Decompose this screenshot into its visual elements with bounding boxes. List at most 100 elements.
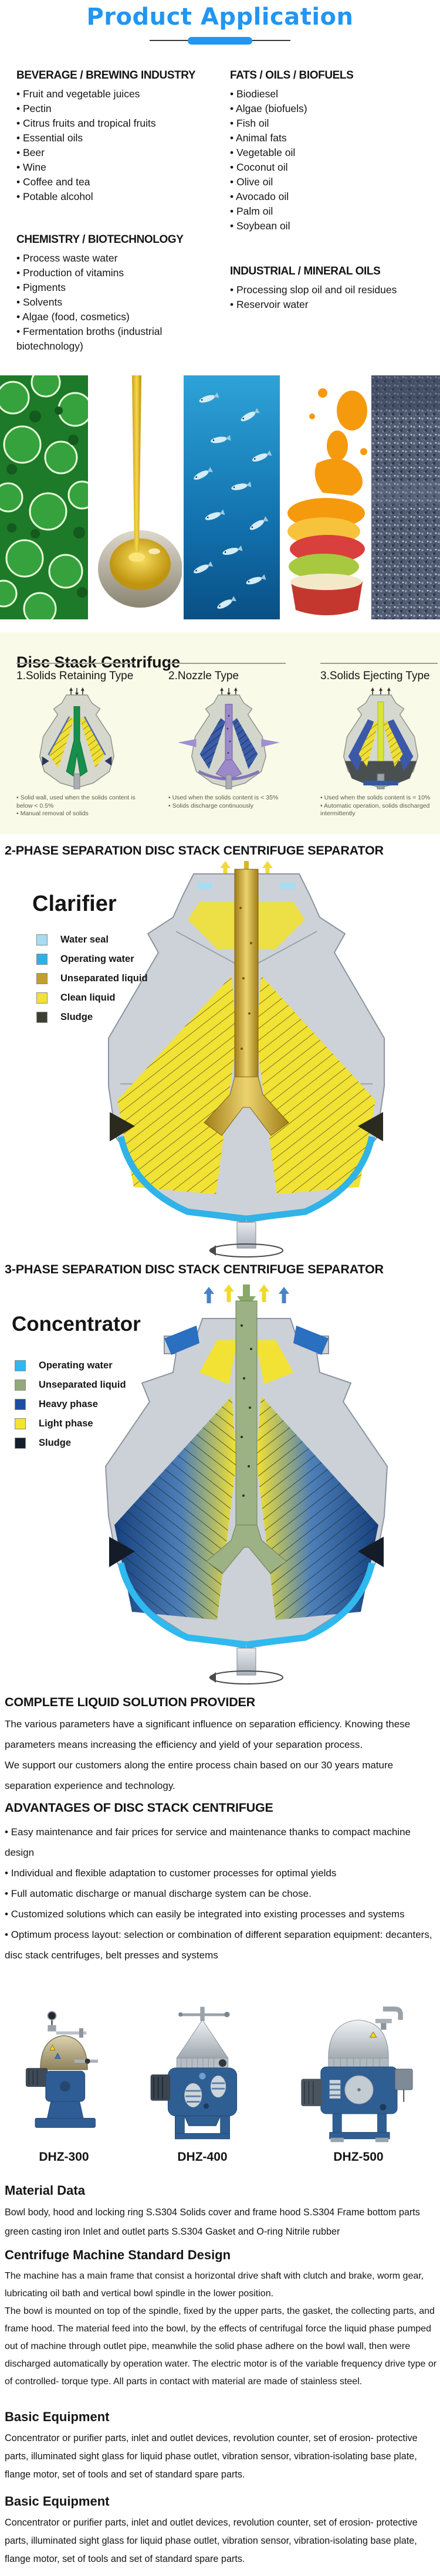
standard-design-text: The machine has a main frame that consis… xyxy=(5,2267,439,2391)
disc-stack-title: Disc Stack Centrifuge xyxy=(16,653,181,672)
paragraph: The bowl is mounted on top of the spindl… xyxy=(5,2306,437,2387)
concentrator-legend: Operating water Unseparated liquid Heavy… xyxy=(15,1356,126,1453)
application-photo-strip xyxy=(0,375,440,619)
product-dhz-300: DHZ-300 xyxy=(20,2009,108,2164)
column-rule xyxy=(320,663,438,664)
list-item: Palm oil xyxy=(230,204,435,219)
legend-swatch xyxy=(15,1438,26,1449)
basic-equipment-text: Concentrator or purifier parts, inlet an… xyxy=(5,2429,438,2484)
list-item: Essential oils xyxy=(16,131,219,145)
list-item: Algae (food, cosmetics) xyxy=(16,310,219,324)
type-solids-retaining: 1.Solids Retaining Type xyxy=(16,663,137,818)
category-list: Biodiesel Algae (biofuels) Fish oil Anim… xyxy=(230,87,435,233)
standard-design-heading: Centrifuge Machine Standard Design xyxy=(5,2248,231,2262)
advantage-item: Individual and flexible adaptation to cu… xyxy=(5,1863,438,1883)
product-model-label: DHZ-400 xyxy=(177,2150,228,2164)
legend-label: Sludge xyxy=(60,1012,93,1022)
category-heading: INDUSTRIAL / MINERAL OILS xyxy=(230,265,381,277)
legend-item: Operating water xyxy=(15,1356,126,1375)
list-item: Biodiesel xyxy=(230,87,435,101)
advantages-heading: ADVANTAGES OF DISC STACK CENTRIFUGE xyxy=(5,1801,273,1815)
note: Manual removal of solids xyxy=(16,810,137,818)
clarifier-title: Clarifier xyxy=(32,892,117,916)
list-item: Vegetable oil xyxy=(230,145,435,160)
list-item: Olive oil xyxy=(230,175,435,189)
list-item: Potable alcohol xyxy=(16,189,219,204)
basic-equipment-heading: Basic Equipment xyxy=(5,2409,110,2424)
advantage-item: Optimum process layout: selection or com… xyxy=(5,1924,438,1965)
list-item: Soybean oil xyxy=(230,219,435,233)
list-item: Algae (biofuels) xyxy=(230,101,435,116)
legend-swatch xyxy=(15,1399,26,1410)
paragraph: Bowl body, hood and locking ring S.S304 … xyxy=(5,2207,420,2237)
type-notes: Used when the solids content is = 10% Au… xyxy=(320,794,440,818)
product-row: DHZ-300 DHZ-400 xyxy=(0,1993,440,2164)
dhz-300-photo xyxy=(25,2011,98,2128)
clarifier-legend: Water seal Operating water Unseparated l… xyxy=(36,930,148,1027)
list-item: Avocado oil xyxy=(230,189,435,204)
type-notes: Used when the solids content is < 35% So… xyxy=(168,794,289,810)
dhz-400-photo xyxy=(150,2006,238,2140)
legend-item: Unseparated liquid xyxy=(15,1375,126,1395)
category-heading: BEVERAGE / BREWING INDUSTRY xyxy=(16,69,196,82)
section-industrial-mineral-oils: INDUSTRIAL / MINERAL OILS Processing slo… xyxy=(230,265,435,312)
advantages-list: Easy maintenance and fair prices for ser… xyxy=(5,1822,438,1965)
concentrator-diagram xyxy=(104,1284,388,1684)
list-item: Processing slop oil and oil residues xyxy=(230,283,435,297)
product-dhz-400: DHZ-400 xyxy=(147,2004,258,2164)
legend-swatch xyxy=(36,992,48,1004)
category-heading: CHEMISTRY / BIOTECHNOLOGY xyxy=(16,233,184,246)
list-item: Coffee and tea xyxy=(16,175,219,189)
legend-swatch xyxy=(36,954,48,965)
legend-swatch xyxy=(36,1012,48,1023)
list-item: Wine xyxy=(16,160,219,175)
legend-label: Clean liquid xyxy=(60,992,116,1003)
legend-label: Unseparated liquid xyxy=(60,973,148,984)
product-dhz-500: DHZ-500 xyxy=(297,2004,420,2164)
basic-equipment-heading: Basic Equipment xyxy=(5,2494,110,2509)
list-item: Fish oil xyxy=(230,116,435,131)
note: Solids discharge continuously xyxy=(168,802,289,811)
legend-swatch xyxy=(36,934,48,945)
legend-item: Operating water xyxy=(36,950,148,969)
list-item: Citrus fruits and tropical fruits xyxy=(16,116,219,131)
legend-label: Sludge xyxy=(39,1438,72,1448)
type-solids-ejecting: 3.Solids Ejecting Type xyxy=(320,663,440,818)
section-beverage-brewing: BEVERAGE / BREWING INDUSTRY Fruit and ve… xyxy=(16,69,219,204)
product-model-label: DHZ-500 xyxy=(333,2150,384,2164)
paragraph: The machine has a main frame that consis… xyxy=(5,2271,424,2299)
list-item: Coconut oil xyxy=(230,160,435,175)
fish-school-photo xyxy=(183,375,280,619)
algae-cells-photo xyxy=(0,375,89,619)
legend-item: Sludge xyxy=(15,1433,126,1453)
list-item: Beer xyxy=(16,145,219,160)
nozzle-diagram xyxy=(168,686,289,791)
divider-line xyxy=(150,40,188,41)
divider-pill xyxy=(188,36,252,45)
list-item: Reservoir water xyxy=(230,297,435,312)
advantage-item: Easy maintenance and fair prices for ser… xyxy=(5,1822,438,1863)
legend-label: Water seal xyxy=(60,934,109,945)
divider-line xyxy=(252,40,290,41)
concentrator-section: Concentrator Operating water Unseparated… xyxy=(0,1284,440,1690)
provider-text: The various parameters have a significan… xyxy=(5,1714,436,1796)
material-data-heading: Material Data xyxy=(5,2183,85,2198)
legend-label: Light phase xyxy=(39,1418,93,1429)
two-phase-heading: 2-PHASE SEPARATION DISC STACK CENTRIFUGE… xyxy=(5,843,384,857)
type-heading: 3.Solids Ejecting Type xyxy=(320,670,430,682)
legend-item: Water seal xyxy=(36,930,148,950)
column-rule xyxy=(168,663,286,664)
oil-pour-photo xyxy=(90,375,182,619)
list-item: Process waste water xyxy=(16,251,219,266)
title-divider xyxy=(150,36,290,45)
legend-item: Heavy phase xyxy=(15,1395,126,1414)
page-title: Product Application xyxy=(86,4,354,30)
paragraph: The various parameters have a significan… xyxy=(5,1719,411,1750)
disc-stack-panel: Disc Stack Centrifuge 1.Solids Retaining… xyxy=(0,632,440,834)
category-heading: FATS / OILS / BIOFUELS xyxy=(230,69,354,82)
legend-swatch xyxy=(15,1418,26,1429)
solids-retaining-diagram xyxy=(16,686,137,791)
list-item: Solvents xyxy=(16,295,219,310)
dhz-500-photo xyxy=(301,2006,413,2143)
